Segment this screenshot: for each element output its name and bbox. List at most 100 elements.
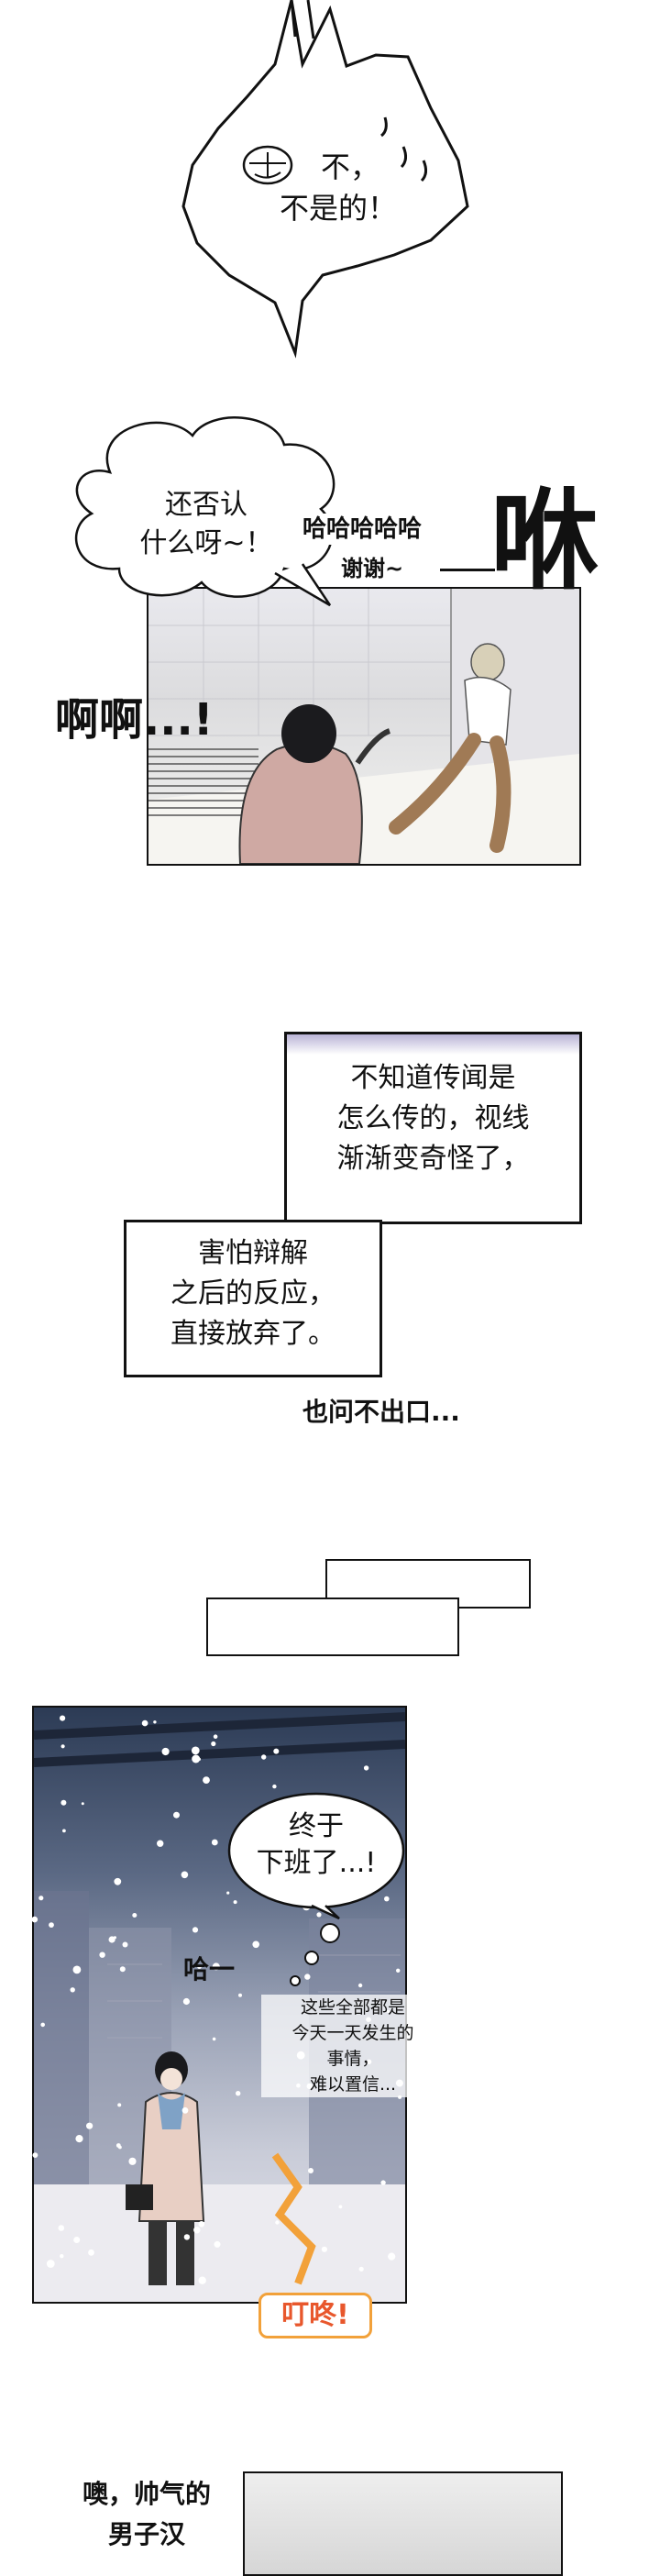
snowflake bbox=[388, 2252, 396, 2261]
snowflake bbox=[358, 2266, 364, 2272]
snowflake bbox=[58, 2225, 65, 2231]
snowflake bbox=[213, 1734, 218, 1739]
snowflake bbox=[193, 2227, 201, 2234]
inner-thought-line-4: 难以置信... bbox=[309, 2074, 397, 2095]
snowflake bbox=[316, 1912, 322, 1918]
snowflake bbox=[211, 1839, 218, 1846]
snowflake bbox=[236, 2091, 241, 2096]
snowflake bbox=[62, 1829, 66, 1833]
spiky-bubble-line-2: 不是的！ bbox=[280, 191, 398, 226]
laugh-text: 哈哈哈哈哈 bbox=[302, 514, 486, 545]
sigh-text: 哈一 bbox=[183, 1954, 236, 1985]
snowflake bbox=[49, 1922, 54, 1928]
snowflake bbox=[197, 1964, 202, 1969]
snowflake bbox=[161, 1747, 170, 1756]
thanks-text: 谢谢~ bbox=[341, 556, 404, 581]
embarrassed-swirl-icon bbox=[242, 145, 293, 185]
speech-bubble-2 bbox=[227, 1792, 405, 1920]
snowflake bbox=[363, 1765, 369, 1771]
snowflake bbox=[116, 2143, 121, 2148]
snowflake bbox=[73, 2237, 81, 2243]
snowflake bbox=[304, 1973, 311, 1980]
spiky-shout-bubble bbox=[182, 0, 469, 359]
snowflake bbox=[272, 1784, 277, 1789]
snowflake bbox=[60, 2254, 64, 2259]
narration-1-line-1: 不知道传闻是 bbox=[350, 1062, 516, 1094]
snowflake bbox=[99, 1951, 105, 1958]
snowflake bbox=[182, 2106, 189, 2114]
snowflake bbox=[273, 1748, 280, 1754]
snowflake bbox=[60, 1715, 66, 1721]
snowflake bbox=[72, 1965, 82, 1974]
snowflake bbox=[38, 1896, 44, 1901]
manga-panel-hallway bbox=[147, 587, 581, 866]
snowflake bbox=[141, 1719, 148, 1727]
snowflake bbox=[122, 1941, 128, 1948]
snowflake bbox=[182, 1997, 190, 2006]
snowflake bbox=[212, 2037, 216, 2041]
snowflake bbox=[214, 2240, 221, 2248]
snowflake bbox=[128, 2157, 137, 2165]
narration-box-1: 不知道传闻是 怎么传的，视线 渐渐变奇怪了， bbox=[284, 1032, 582, 1224]
snowflake bbox=[275, 2220, 280, 2225]
snowflake bbox=[132, 1913, 138, 1918]
snowflake bbox=[157, 1840, 164, 1847]
snowflake bbox=[70, 1987, 75, 1993]
snowflake bbox=[238, 1993, 242, 1997]
snowflake bbox=[212, 1962, 220, 1971]
cloud-speech-bubble-1 bbox=[75, 416, 336, 607]
snowflake bbox=[338, 2205, 343, 2209]
snowflake bbox=[211, 1741, 216, 1747]
snowflake bbox=[384, 1896, 390, 1902]
briefcase-icon bbox=[126, 2184, 153, 2210]
blank-caption-box-2 bbox=[206, 1598, 459, 1656]
snowflake bbox=[358, 1983, 363, 1988]
cant-ask-caption: 也问不出口... bbox=[302, 1397, 460, 1427]
snowflake bbox=[60, 1799, 67, 1806]
inner-thought-line-2: 今天一天发生的 bbox=[292, 2023, 414, 2043]
snowflake bbox=[191, 1746, 200, 1755]
thought-trail-dots bbox=[290, 1923, 340, 1986]
snowflake bbox=[192, 1927, 199, 1933]
snowflake bbox=[198, 2276, 206, 2284]
thanks-tail-line bbox=[440, 569, 495, 571]
snowflake bbox=[88, 2249, 94, 2256]
snowflake bbox=[40, 2022, 45, 2028]
snowflake bbox=[226, 1891, 230, 1895]
snowflake bbox=[261, 1754, 267, 1760]
snowflake bbox=[32, 1916, 38, 1923]
manga-panel-partial bbox=[243, 2471, 563, 2576]
hallway-scene bbox=[148, 589, 579, 864]
snowflake bbox=[173, 1811, 180, 1819]
narration-2-line-1: 害怕辩解 bbox=[198, 1237, 308, 1269]
man-from-behind bbox=[238, 704, 391, 864]
snowflake bbox=[233, 1900, 237, 1905]
snowflake bbox=[153, 1720, 157, 1724]
snowflake bbox=[396, 1968, 401, 1973]
inner-thought-line-1: 这些全部都是 bbox=[300, 1997, 405, 2018]
narration-2-line-2: 之后的反应， bbox=[170, 1277, 336, 1310]
sfx-ahh: 啊啊...! bbox=[55, 694, 214, 746]
speech-bubble-2-line-1: 终于 bbox=[289, 1810, 344, 1842]
narration-1-line-2: 怎么传的，视线 bbox=[336, 1102, 530, 1134]
speech-bubble-1-line-1: 还否认 bbox=[165, 489, 248, 521]
snowflake bbox=[192, 1754, 201, 1763]
bottom-caption-line-2: 男子汉 bbox=[107, 2519, 185, 2549]
snowflake bbox=[198, 2221, 205, 2228]
speech-bubble-1-line-2: 什么呀~！ bbox=[139, 527, 273, 559]
snowflake bbox=[203, 1776, 210, 1784]
narration-1-line-3: 渐渐变奇怪了， bbox=[336, 1143, 530, 1175]
speech-bubble-2-line-2: 下班了...! bbox=[256, 1847, 377, 1879]
sfx-whoosh: 咻 bbox=[490, 478, 600, 604]
snowflake bbox=[113, 1936, 116, 1940]
snowflake bbox=[252, 1940, 259, 1949]
snowflake bbox=[183, 2234, 191, 2240]
snowflake bbox=[308, 2168, 314, 2173]
inner-thought-box: 这些全部都是 今天一天发生的 事情， 难以置信... bbox=[261, 1995, 445, 2097]
inner-thought-line-3: 事情， bbox=[326, 2049, 380, 2069]
snowflake bbox=[181, 1871, 189, 1879]
snowflake bbox=[75, 2135, 83, 2143]
snowflake bbox=[60, 1744, 65, 1749]
snowflake bbox=[32, 2152, 38, 2158]
snowflake bbox=[321, 2246, 327, 2252]
